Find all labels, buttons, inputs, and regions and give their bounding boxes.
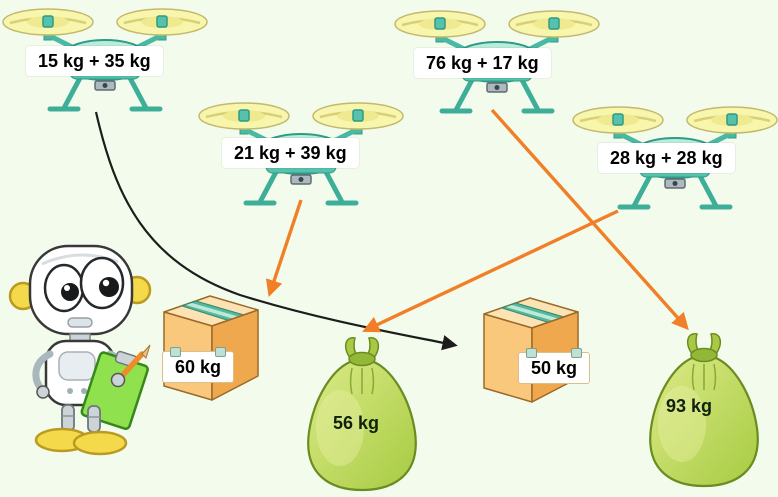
bag-93-weight-label[interactable]: 93 kg <box>666 396 713 416</box>
drone-3-sum-label[interactable]: 76 kg + 17 kg <box>414 48 551 78</box>
robot-figure <box>8 244 152 456</box>
drone-1-sum-label[interactable]: 15 kg + 35 kg <box>26 46 163 76</box>
bag-56-weight-label[interactable]: 56 kg <box>333 413 380 433</box>
connection-line-drone1-to-box50 <box>94 111 458 351</box>
box-60-weight-tag[interactable]: 60 kg <box>162 347 235 383</box>
drone-2-sum-label[interactable]: 21 kg + 39 kg <box>222 138 359 168</box>
connection-arrow-drone3-to-bag93 <box>490 108 689 331</box>
box-50-weight-tag[interactable]: 50 kg <box>518 348 591 384</box>
pencil-icon <box>119 344 151 379</box>
drone-4-sum-label[interactable]: 28 kg + 28 kg <box>598 143 735 173</box>
connection-arrow-drone2-to-box60 <box>265 199 303 298</box>
connection-arrow-drone4-to-bag56 <box>362 209 619 333</box>
